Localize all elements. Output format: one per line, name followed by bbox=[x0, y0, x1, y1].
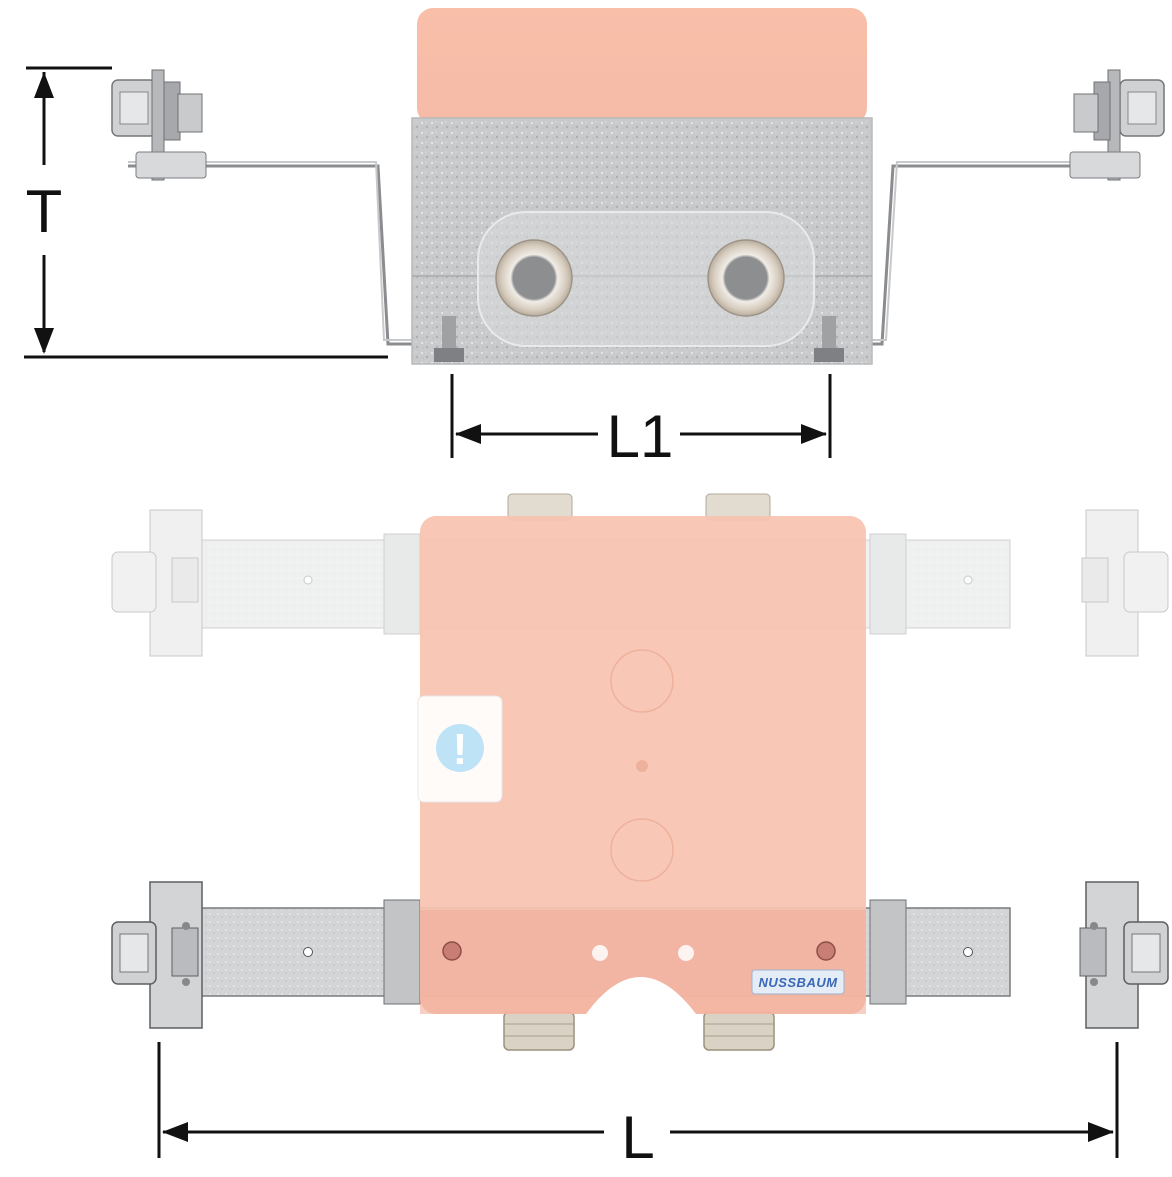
cover-hole-right bbox=[678, 945, 694, 961]
left-mounting-bolt bbox=[434, 316, 464, 362]
warning-sticker: ! bbox=[417, 695, 503, 803]
cover-screw-right bbox=[816, 941, 836, 961]
brand-plate: NUSSBAUM bbox=[751, 969, 845, 995]
left-lower-wall-clamp bbox=[111, 881, 203, 1029]
side-elevation-view bbox=[111, 8, 1165, 365]
right-pipe-fitting bbox=[707, 239, 785, 317]
right-wall-clamp bbox=[1069, 69, 1165, 181]
warning-icon bbox=[436, 724, 484, 772]
knockout-upper bbox=[610, 649, 674, 713]
dimension-l1-label: L1 bbox=[607, 403, 674, 470]
dimension-t: T bbox=[24, 66, 388, 359]
front-elevation-view: ! NUSSBAUM bbox=[111, 493, 1169, 1051]
left-wall-clamp bbox=[111, 69, 207, 181]
dimension-l-label: L bbox=[621, 1104, 654, 1171]
right-lower-wall-clamp bbox=[1079, 881, 1169, 1029]
knockout-lower bbox=[610, 818, 674, 882]
dimension-l1: L1 bbox=[450, 374, 832, 470]
cover-cutout bbox=[586, 977, 696, 1014]
left-pipe-fitting bbox=[495, 239, 573, 317]
housing-lid bbox=[417, 8, 867, 124]
dimension-l: L bbox=[157, 1042, 1119, 1171]
warning-icon-symbol: ! bbox=[453, 725, 468, 774]
right-mounting-bolt bbox=[814, 316, 844, 362]
dimension-t-label: T bbox=[26, 178, 63, 245]
bottom-right-fitting bbox=[703, 1011, 775, 1051]
cover-hole-left bbox=[592, 945, 608, 961]
bottom-left-fitting bbox=[503, 1011, 575, 1051]
cover-screw-left bbox=[442, 941, 462, 961]
center-mark bbox=[636, 760, 648, 772]
brand-label: NUSSBAUM bbox=[758, 975, 838, 990]
